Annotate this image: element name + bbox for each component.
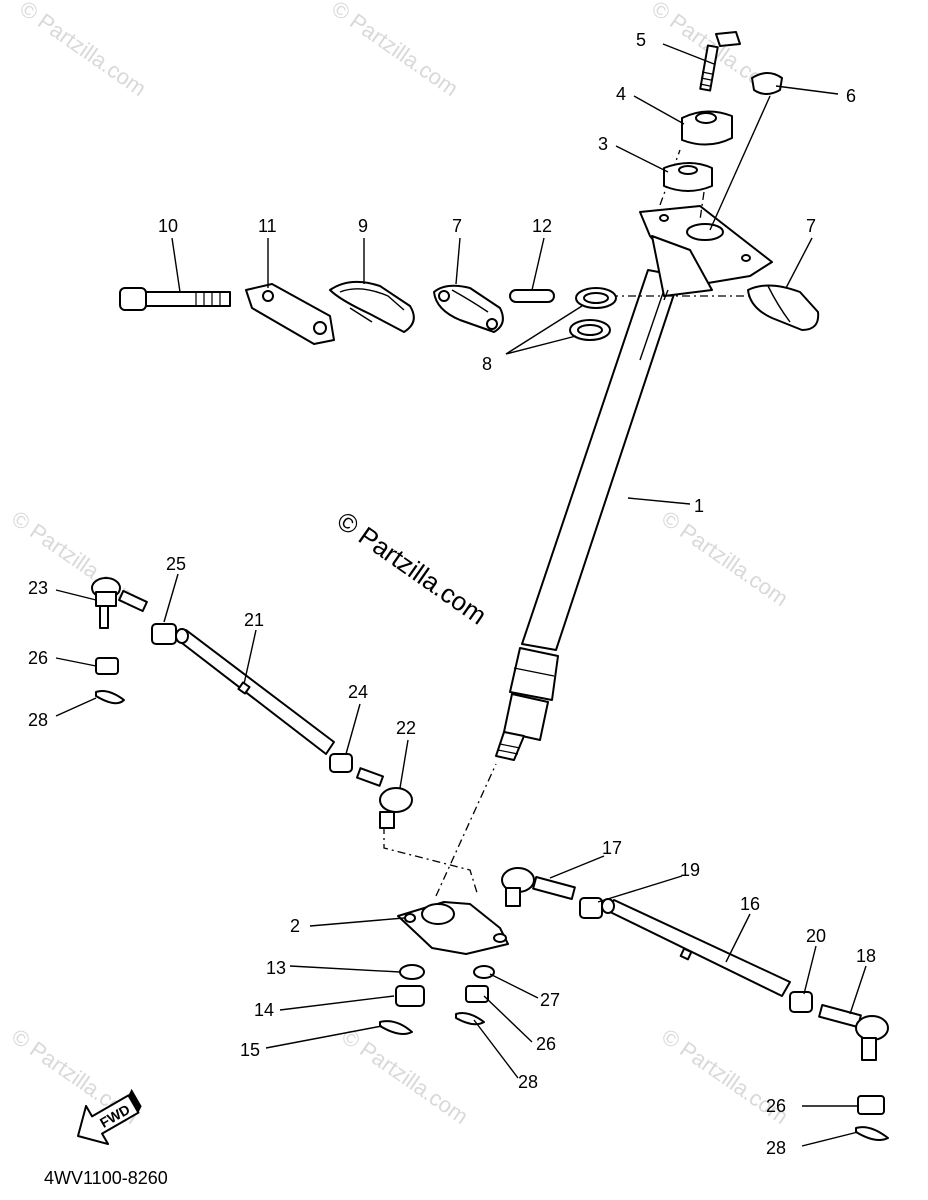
callout-16: 16	[740, 894, 760, 914]
callout-7: 7	[452, 216, 462, 236]
callout-20: 20	[806, 926, 826, 946]
callout-14: 14	[254, 1000, 274, 1020]
bracket-parts	[119, 280, 820, 345]
callout-8: 8	[482, 354, 492, 374]
callout-17: 17	[602, 838, 622, 858]
holder-parts	[663, 31, 783, 192]
watermark: © Partzilla.com	[15, 0, 151, 101]
callout-1: 1	[694, 496, 704, 516]
watermark: © Partzilla.com	[337, 1024, 473, 1130]
callout-21: 21	[244, 610, 264, 630]
callout-10: 10	[158, 216, 178, 236]
callout-2: 2	[290, 916, 300, 936]
callout-23: 23	[28, 578, 48, 598]
callout-25: 25	[166, 554, 186, 574]
callout-18: 18	[856, 946, 876, 966]
alignment-lines	[383, 149, 760, 897]
callout-4: 4	[616, 84, 626, 104]
watermark-main: © Partzilla.com	[332, 505, 493, 630]
callout-26: 26	[766, 1096, 786, 1116]
callout-9: 9	[358, 216, 368, 236]
fwd-arrow: FWD	[77, 1088, 142, 1146]
left-tie-rod	[91, 577, 413, 829]
steering-shaft	[495, 205, 773, 761]
callout-22: 22	[396, 718, 416, 738]
callout-28: 28	[28, 710, 48, 730]
callout-3: 3	[598, 134, 608, 154]
right-tie-rod	[501, 867, 889, 1141]
callout-19: 19	[680, 860, 700, 880]
callout-6: 6	[846, 86, 856, 106]
callout-11: 11	[258, 216, 277, 236]
diagram-part-number: 4WV1100-8260	[44, 1168, 168, 1188]
callout-26: 26	[536, 1034, 556, 1054]
callout-5: 5	[636, 30, 646, 50]
callout-7: 7	[806, 216, 816, 236]
pitman-arm	[379, 901, 509, 1035]
callout-15: 15	[240, 1040, 260, 1060]
callouts: 1 2 3 4 5 6 7 7 8 9 10 11 12 13 14 15 16…	[28, 30, 876, 1158]
callout-28: 28	[766, 1138, 786, 1158]
callout-24: 24	[348, 682, 368, 702]
callout-12: 12	[532, 216, 552, 236]
watermark: © Partzilla.com	[327, 0, 463, 101]
callout-26: 26	[28, 648, 48, 668]
leader-lines	[55, 43, 867, 1147]
watermark: © Partzilla.com	[657, 506, 793, 612]
callout-13: 13	[266, 958, 286, 978]
callout-27: 27	[540, 990, 560, 1010]
callout-28: 28	[518, 1072, 538, 1092]
